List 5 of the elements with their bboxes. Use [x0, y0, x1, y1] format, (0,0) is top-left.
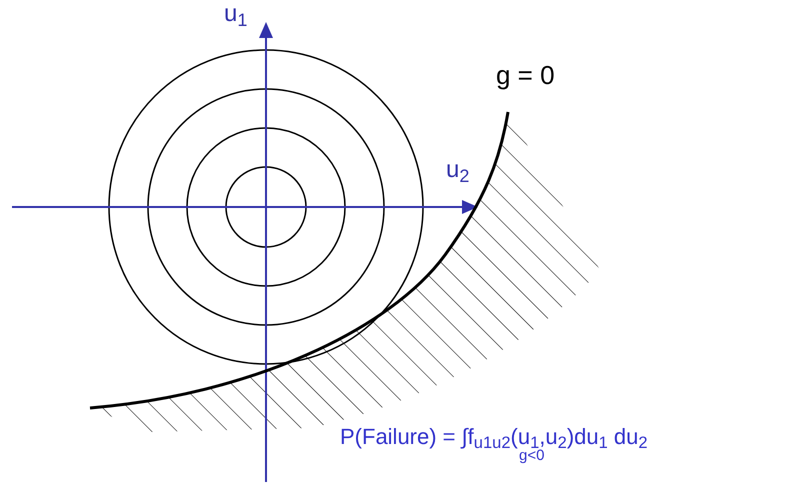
- axis-label: u$_{1}$: [224, 2, 248, 26]
- probability-formula: P(Failure) = ∫f$_{u1u2}$(u$_{1}$,u$_{2}$)du$_{1}$ du$_{2}$: [340, 426, 648, 448]
- axis-label: u$_{2}$: [446, 158, 470, 182]
- integral-limit: g<0: [519, 448, 544, 463]
- limit-state-label: g = 0: [496, 62, 555, 88]
